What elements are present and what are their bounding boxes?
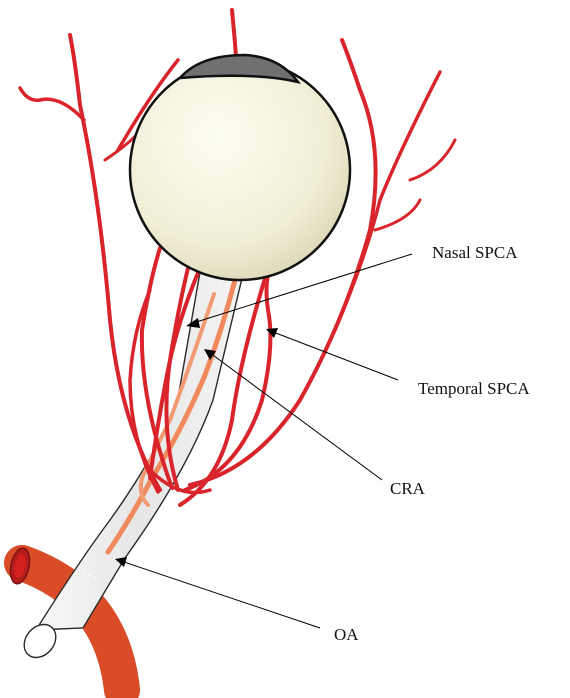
label-cra: CRA: [390, 479, 426, 498]
optic-nerve: [18, 272, 243, 664]
eyeball: [130, 55, 350, 280]
label-temporal-spca: Temporal SPCA: [418, 379, 530, 398]
label-nasal-spca: Nasal SPCA: [432, 243, 518, 262]
label-oa: OA: [334, 625, 359, 644]
